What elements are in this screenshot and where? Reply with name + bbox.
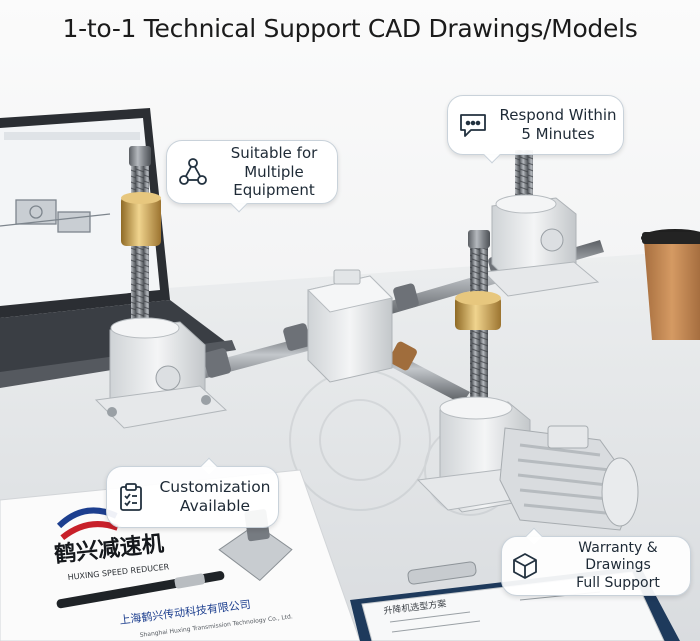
clipboard-checklist-icon (107, 482, 155, 512)
screw-jack-left (94, 146, 228, 429)
feature-text-respond: Respond Within 5 Minutes (498, 106, 618, 144)
chat-bubble-icon (448, 111, 498, 139)
feature-callout-warranty: Warranty & Drawings Full Support (501, 527, 691, 596)
screw-jack-back (482, 150, 600, 297)
feature-text-equipment: Suitable for Multiple Equipment (219, 144, 329, 200)
feature-line: Respond Within (499, 106, 617, 125)
feature-line: Full Support (576, 574, 660, 591)
feature-text-customization: Customization Available (155, 478, 275, 517)
feature-line: Customization (159, 477, 271, 496)
feature-line: Equipment (233, 181, 315, 200)
feature-line: Multiple (244, 162, 304, 181)
feature-callout-respond: Respond Within 5 Minutes (447, 95, 624, 164)
box-cube-icon (502, 552, 548, 580)
feature-line: 5 Minutes (521, 125, 595, 143)
electric-motor (499, 425, 639, 531)
feature-text-warranty: Warranty & Drawings Full Support (548, 540, 688, 593)
center-gearbox (307, 269, 393, 383)
feature-line: Suitable for (230, 143, 318, 162)
feature-line: Available (179, 497, 251, 515)
laptop (0, 108, 236, 388)
network-nodes-icon (167, 157, 219, 187)
feature-callout-equipment: Suitable for Multiple Equipment (166, 140, 338, 213)
page-title: 1-to-1 Technical Support CAD Drawings/Mo… (62, 14, 638, 43)
feature-callout-customization: Customization Available (106, 457, 279, 528)
coffee-cup (641, 229, 700, 340)
feature-line: Warranty & Drawings (578, 539, 658, 574)
